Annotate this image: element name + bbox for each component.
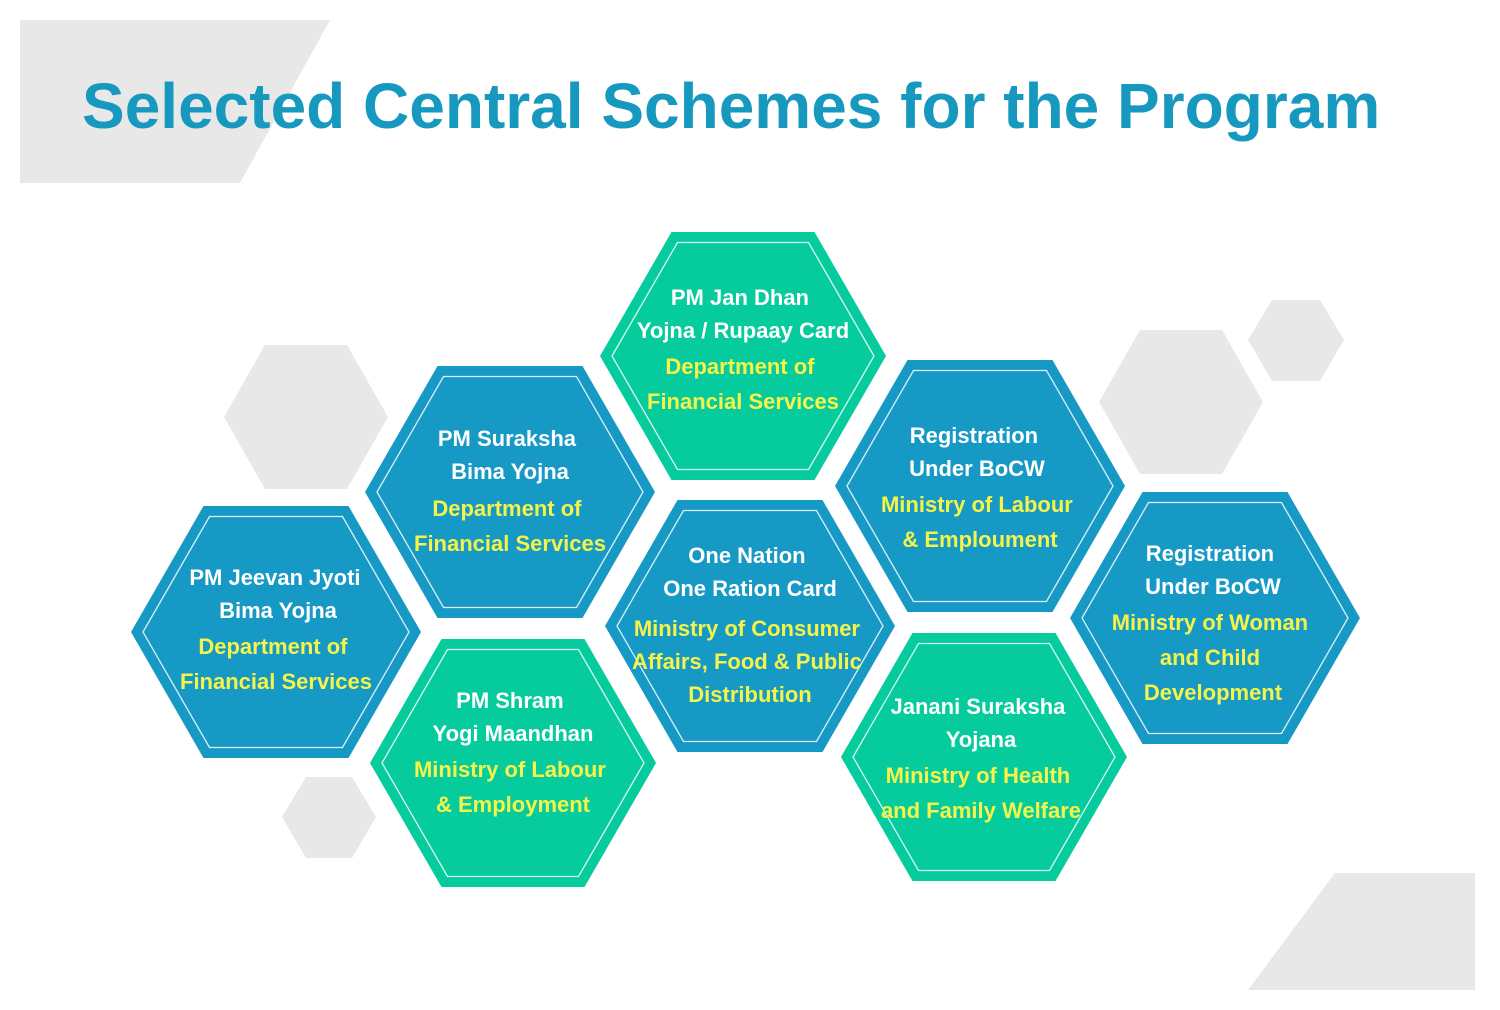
scheme-title-line: PM Jeevan Jyoti: [189, 565, 360, 590]
hex-node-one-nation-ration: One Nation One Ration Card Ministry of C…: [605, 500, 895, 752]
hex-node-pm-jeevan-jyoti: PM Jeevan Jyoti Bima Yojna Department of…: [131, 506, 421, 758]
corner-banner-shape: [1248, 873, 1475, 990]
scheme-department-line: Financial Services: [647, 389, 839, 414]
scheme-title: PM Jan Dhan Yojna / Rupaay Card: [637, 285, 849, 343]
scheme-title-line: Bima Yojna: [219, 598, 338, 623]
scheme-title-line: Yogi Maandhan: [433, 721, 594, 746]
scheme-title-line: One Ration Card: [663, 576, 837, 601]
scheme-title-line: Registration: [1146, 541, 1274, 566]
hex-inner-border: [1081, 501, 1349, 735]
scheme-department-line: Ministry of Labour: [414, 757, 606, 782]
decor-hexagon: [224, 345, 388, 489]
scheme-department-line: Development: [1144, 680, 1283, 705]
page-title: Selected Central Schemes for the Program: [82, 70, 1380, 142]
scheme-department-line: Ministry of Labour: [881, 492, 1073, 517]
scheme-title-line: Yojana: [946, 727, 1017, 752]
scheme-department: Department of Financial Services: [180, 634, 372, 694]
hex-fill: [365, 366, 655, 618]
hex-node-pm-jan-dhan: PM Jan Dhan Yojna / Rupaay Card Departme…: [600, 232, 886, 480]
decor-hexagon: [1099, 330, 1263, 474]
hex-node-janani-suraksha: Janani Suraksha Yojana Ministry of Healt…: [841, 633, 1127, 881]
scheme-title: Registration Under BoCW: [1145, 541, 1281, 599]
scheme-title: Registration Under BoCW: [909, 423, 1045, 481]
hex-node-registration-bocw-labour: Registration Under BoCW Ministry of Labo…: [835, 360, 1125, 612]
scheme-title-line: Janani Suraksha: [891, 694, 1067, 719]
scheme-title: PM Suraksha Bima Yojna: [438, 426, 582, 484]
hex-node-registration-bocw-woman: Registration Under BoCW Ministry of Woma…: [1070, 492, 1360, 744]
hex-fill: [1070, 492, 1360, 744]
hex-fill: [605, 500, 895, 752]
scheme-department-line: Ministry of Woman: [1112, 610, 1308, 635]
hex-fill: [841, 633, 1127, 881]
scheme-title: PM Jeevan Jyoti Bima Yojna: [189, 565, 366, 623]
decor-hexagon: [282, 777, 376, 858]
scheme-title-line: PM Jan Dhan: [671, 285, 809, 310]
scheme-title-line: One Nation: [688, 543, 805, 568]
scheme-title-line: Registration: [910, 423, 1038, 448]
background-decor: [20, 20, 1475, 990]
scheme-department-line: Ministry of Consumer: [634, 616, 861, 641]
scheme-department-line: Distribution: [688, 682, 811, 707]
scheme-department-line: Department of: [665, 354, 815, 379]
scheme-department-line: Department of: [198, 634, 348, 659]
scheme-department-line: & Emploument: [902, 527, 1058, 552]
scheme-department: Ministry of Health and Family Welfare: [881, 763, 1081, 823]
hex-inner-border: [376, 375, 644, 609]
scheme-title-line: Yojna / Rupaay Card: [637, 318, 849, 343]
hex-inner-border: [616, 509, 884, 743]
scheme-department: Ministry of Labour & Employment: [414, 757, 612, 817]
scheme-department: Ministry of Labour & Emploument: [881, 492, 1079, 552]
hex-inner-border: [852, 642, 1116, 872]
hex-fill: [370, 639, 656, 887]
scheme-department-line: Financial Services: [180, 669, 372, 694]
scheme-title-line: Under BoCW: [1145, 574, 1281, 599]
scheme-title: PM Shram Yogi Maandhan: [433, 688, 594, 746]
hex-node-pm-suraksha-bima: PM Suraksha Bima Yojna Department of Fin…: [365, 366, 655, 618]
scheme-title: One Nation One Ration Card: [663, 543, 837, 601]
hex-inner-border: [846, 369, 1114, 603]
scheme-title-line: PM Shram: [456, 688, 564, 713]
scheme-department-line: and Family Welfare: [881, 798, 1081, 823]
hex-fill: [600, 232, 886, 480]
hex-inner-border: [381, 648, 645, 878]
scheme-title-line: PM Suraksha: [438, 426, 577, 451]
hex-inner-border: [142, 515, 410, 749]
scheme-department-line: and Child: [1160, 645, 1260, 670]
hex-fill: [835, 360, 1125, 612]
scheme-department: Ministry of Woman and Child Development: [1112, 610, 1315, 705]
hex-node-pm-shram-yogi: PM Shram Yogi Maandhan Ministry of Labou…: [370, 639, 656, 887]
hex-inner-border: [611, 241, 875, 471]
scheme-department: Ministry of Consumer Affairs, Food & Pub…: [632, 616, 868, 707]
scheme-title-line: Under BoCW: [909, 456, 1045, 481]
scheme-department: Department of Financial Services: [647, 354, 839, 414]
scheme-department-line: Financial Services: [414, 531, 606, 556]
scheme-department-line: Department of: [432, 496, 582, 521]
scheme-department: Department of Financial Services: [414, 496, 606, 556]
scheme-title: Janani Suraksha Yojana: [891, 694, 1072, 752]
scheme-department-line: Ministry of Health: [886, 763, 1071, 788]
decor-hexagon: [1248, 300, 1344, 381]
title-banner-shape: [20, 20, 330, 183]
scheme-department-line: & Employment: [436, 792, 591, 817]
scheme-department-line: Affairs, Food & Public: [632, 649, 862, 674]
hex-fill: [131, 506, 421, 758]
scheme-title-line: Bima Yojna: [451, 459, 570, 484]
